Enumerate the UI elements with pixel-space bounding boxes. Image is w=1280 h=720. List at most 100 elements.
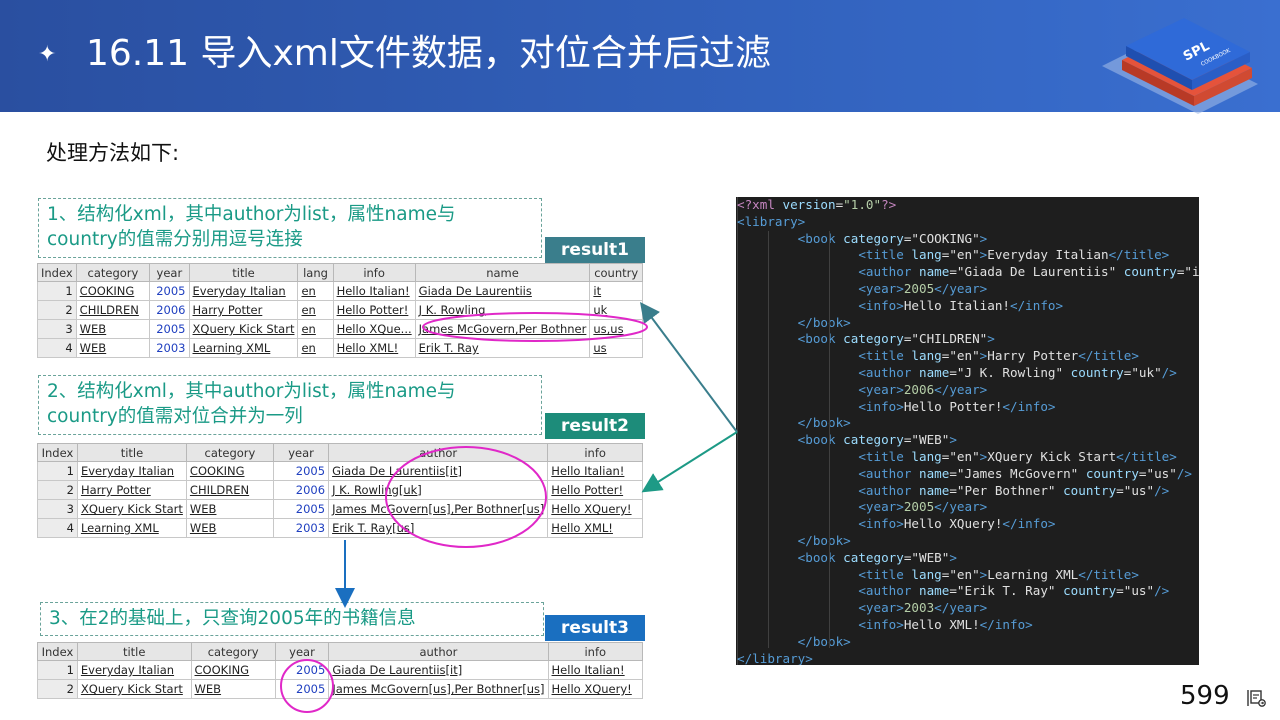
table3-cell-year: 2005 <box>274 660 330 680</box>
result3-badge: result3 <box>545 615 645 641</box>
spl-cookbook-logo: SPL COOKBOOK <box>1102 18 1258 114</box>
xml-code-line: <info>Hello XQuery!</info> <box>858 516 1056 532</box>
xml-code-line: <book category="WEB"> <box>797 432 957 448</box>
table3-cell-category: COOKING <box>190 660 276 680</box>
table2-cell-info: Hello Italian! <box>547 461 643 481</box>
xml-code-line: <year>2003</year> <box>858 600 988 616</box>
table3-header-author: author <box>328 642 549 661</box>
table3-header-info: info <box>547 642 644 661</box>
step-3-line-1: 3、在2的基础上，只查询2005年的书籍信息 <box>49 608 416 629</box>
table3-cell-year: 2005 <box>274 679 330 699</box>
xml-code-line: <?xml version="1.0"?> <box>737 197 897 212</box>
table1-cell-category: COOKING <box>75 281 151 301</box>
table1-cell-year: 2005 <box>149 281 190 301</box>
xml-code-line: <year>2005</year> <box>858 280 988 296</box>
table2-cell-index: 2 <box>37 480 78 500</box>
xml-code-line: <author name="J K. Rowling" country="uk"… <box>858 364 1177 380</box>
method-intro: 处理方法如下: <box>46 141 180 165</box>
indent-guide <box>828 230 830 649</box>
table2-cell-category: WEB <box>185 499 274 519</box>
xml-code-line: <info>Hello XML!</info> <box>858 616 1033 632</box>
table2-cell-author: J K. Rowling[uk] <box>328 480 549 500</box>
table1-cell-year: 2006 <box>149 300 190 320</box>
table1-cell-info: Hello XQue... <box>332 319 416 339</box>
table3-cell-index: 1 <box>37 660 78 680</box>
table2-cell-year: 2003 <box>272 518 330 538</box>
table1-cell-title: Harry Potter <box>188 300 299 320</box>
table1-cell-lang: en <box>297 300 334 320</box>
table3-header-year: year <box>274 642 330 661</box>
step-2-line-2: country的值需对位合并为一列 <box>47 406 303 427</box>
table1-cell-year: 2003 <box>149 338 190 358</box>
table2-header-year: year <box>272 443 330 462</box>
table1-cell-index: 4 <box>37 338 77 358</box>
table2-cell-info: Hello Potter! <box>547 480 643 500</box>
result2-badge: result2 <box>545 413 645 439</box>
slide-header: ✦ 16.11 导入xml文件数据，对位合并后过滤 <box>0 0 1280 112</box>
table1-cell-name: J K. Rowling <box>414 300 591 320</box>
xml-code-line: <year>2005</year> <box>858 499 988 515</box>
xml-code-line: <book category="WEB"> <box>797 549 957 565</box>
table3-header-index: Index <box>37 642 78 661</box>
table1-cell-category: WEB <box>75 319 151 339</box>
table2-cell-title: Harry Potter <box>76 480 187 500</box>
table2-cell-category: WEB <box>185 518 274 538</box>
xml-code-line: <title lang="en">Everyday Italian</title… <box>858 247 1170 263</box>
table1-cell-info: Hello Italian! <box>332 281 416 301</box>
table2-cell-title: Learning XML <box>76 518 187 538</box>
table1-cell-country: uk <box>589 300 643 320</box>
xml-source-panel: <?xml version="1.0"?><library> <book cat… <box>736 197 1199 665</box>
table1-cell-name: Erik T. Ray <box>414 338 591 358</box>
xml-code-line: </book> <box>797 314 851 330</box>
xml-code-line: <title lang="en">Harry Potter</title> <box>858 348 1139 364</box>
table1-cell-name: Giada De Laurentiis <box>414 281 591 301</box>
table1-cell-name: James McGovern,Per Bothner <box>414 319 591 339</box>
table2-header-info: info <box>547 443 643 462</box>
xml-code-line: <author name="Erik T. Ray" country="us"/… <box>858 583 1170 599</box>
table2-cell-year: 2005 <box>272 499 330 519</box>
table2-header-category: category <box>185 443 274 462</box>
table2-header-index: Index <box>37 443 78 462</box>
table1-cell-index: 2 <box>37 300 77 320</box>
star-bullet-icon: ✦ <box>38 42 57 67</box>
table2-cell-category: CHILDREN <box>185 480 274 500</box>
xml-code-line: <author name="Giada De Laurentiis" count… <box>858 264 1199 280</box>
table2-cell-title: Everyday Italian <box>76 461 187 481</box>
table1-cell-index: 3 <box>37 319 77 339</box>
table1-header-country: country <box>589 263 643 282</box>
table1-cell-country: us,us <box>589 319 643 339</box>
table3-cell-title: XQuery Kick Start <box>76 679 192 699</box>
table3-cell-title: Everyday Italian <box>76 660 192 680</box>
xml-code-line: <book category="CHILDREN"> <box>797 331 995 347</box>
table1-cell-title: Everyday Italian <box>188 281 299 301</box>
table1-cell-lang: en <box>297 319 334 339</box>
table3-cell-info: Hello Italian! <box>547 660 644 680</box>
xml-code-line: <info>Hello Italian!</info> <box>858 297 1064 313</box>
table3-cell-category: WEB <box>190 679 276 699</box>
xml-code-line: <book category="COOKING"> <box>797 230 988 246</box>
presentation-icon[interactable] <box>1246 688 1268 708</box>
xml-code-line: <author name="Per Bothner" country="us"/… <box>858 482 1170 498</box>
table2-cell-author: James McGovern[us],Per Bothner[us] <box>328 499 549 519</box>
step-2-line-1: 2、结构化xml，其中author为list，属性name与 <box>47 381 456 402</box>
table1-cell-lang: en <box>297 281 334 301</box>
xml-code-line: <info>Hello Potter!</info> <box>858 398 1056 414</box>
table3-header-title: title <box>76 642 192 661</box>
table1-cell-category: CHILDREN <box>75 300 151 320</box>
table1-cell-country: it <box>589 281 643 301</box>
xml-code-line: </library> <box>737 650 813 665</box>
step-2-description: 2、结构化xml，其中author为list，属性name与 country的值… <box>38 375 542 435</box>
table2-cell-index: 3 <box>37 499 78 519</box>
table1-cell-title: XQuery Kick Start <box>188 319 299 339</box>
